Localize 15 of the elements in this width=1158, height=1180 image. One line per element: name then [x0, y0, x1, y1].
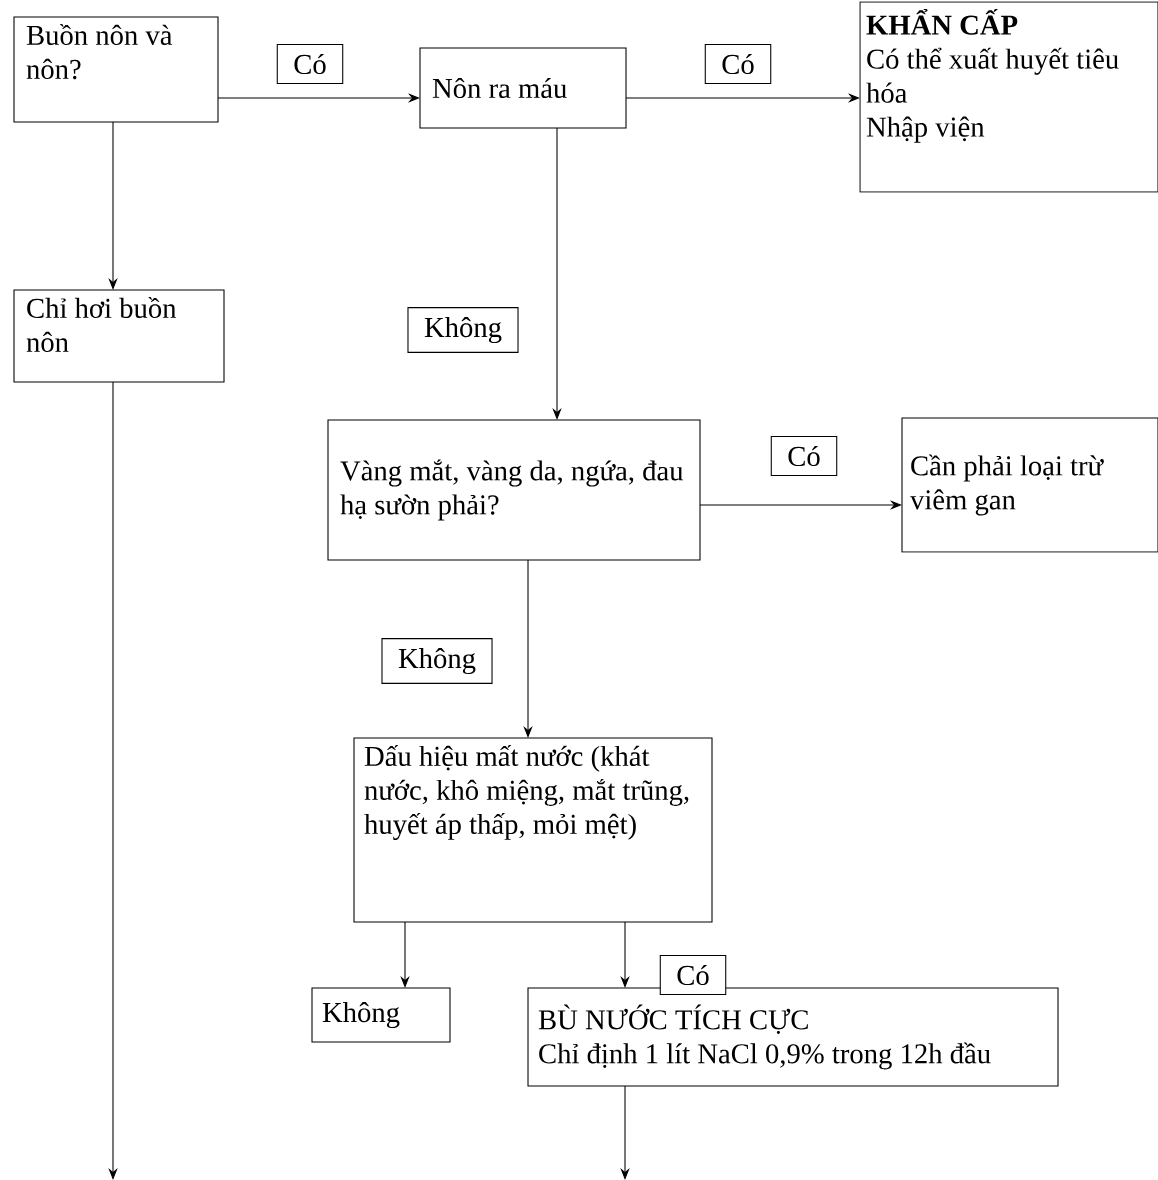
edge-label: Có: [659, 955, 727, 995]
process-box: Không: [311, 987, 451, 1043]
edge-label: Không: [381, 638, 493, 684]
process-box: Buồn nôn và nôn?: [13, 16, 219, 123]
edge-label: Không: [407, 307, 519, 353]
process-box: Nôn ra máu: [419, 47, 627, 129]
process-box: Dấu hiệu mất nước (khát nước, khô miệng, mắt trũng, huyết áp thấp, mỏi mệt): [353, 737, 713, 923]
process-box: KHẨN CẤP Có thể xuất huyết tiêu hóa Nhập viện: [859, 1, 1158, 193]
edge-label: Có: [770, 436, 838, 476]
process-box: Vàng mắt, vàng da, ngứa, đau hạ sườn phải?: [327, 419, 701, 561]
process-box: Cần phải loại trừ viêm gan: [901, 417, 1158, 553]
edge-label: Có: [276, 44, 344, 84]
process-box: Chỉ hơi buồn nôn: [13, 289, 225, 383]
edge-label: Có: [704, 44, 772, 84]
process-box: BÙ NƯỚC TÍCH CỰC Chỉ định 1 lít NaCl 0,9% trong 12h đầu: [527, 987, 1059, 1087]
